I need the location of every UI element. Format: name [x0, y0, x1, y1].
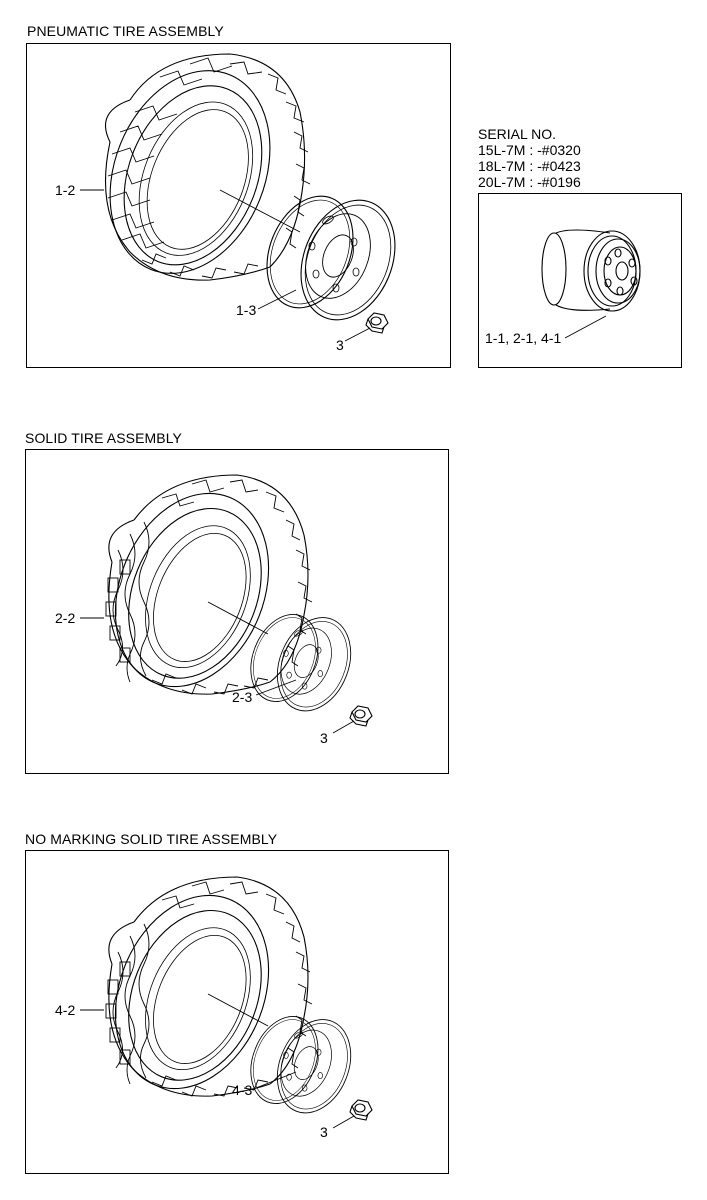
pneumatic-nut-drawing	[365, 312, 389, 334]
solid-tire-drawing	[87, 469, 313, 711]
label-3-pneumatic: 3	[336, 337, 344, 353]
serial-line-15l: 15L-7M : -#0320	[478, 142, 581, 158]
label-1-3: 1-3	[236, 302, 256, 318]
label-2-3: 2-3	[232, 689, 252, 705]
section-title-pneumatic: PNEUMATIC TIRE ASSEMBLY	[27, 23, 224, 39]
section-title-solid: SOLID TIRE ASSEMBLY	[25, 430, 182, 446]
section-title-no-marking: NO MARKING SOLID TIRE ASSEMBLY	[25, 831, 278, 847]
no-marking-leader-lines	[80, 993, 355, 1129]
serial-line-18l: 18L-7M : -#0423	[478, 158, 581, 174]
label-3-no-marking: 3	[320, 1124, 328, 1140]
pneumatic-leader-lines	[80, 189, 371, 342]
serial-wheel-drawing	[541, 229, 641, 312]
label-4-2: 4-2	[55, 1002, 75, 1018]
no-marking-tire-drawing	[87, 871, 313, 1113]
no-marking-diagram-frame	[25, 850, 449, 1174]
pneumatic-tire-drawing	[80, 46, 311, 298]
label-3-solid: 3	[320, 730, 328, 746]
solid-diagram-frame	[25, 449, 449, 774]
solid-nut-drawing	[349, 705, 373, 727]
label-4-3: 4-3	[232, 1082, 252, 1098]
no-marking-nut-drawing	[349, 1099, 373, 1121]
pneumatic-rim-drawing	[250, 182, 413, 335]
serial-block: SERIAL NO. 15L-7M : -#0320 18L-7M : -#04…	[478, 126, 581, 190]
serial-leader-line	[564, 315, 607, 339]
serial-heading: SERIAL NO.	[478, 126, 557, 142]
label-2-2: 2-2	[55, 610, 75, 626]
label-1-2: 1-2	[55, 182, 75, 198]
solid-leader-lines	[80, 601, 355, 734]
serial-line-20l: 20L-7M : -#0196	[478, 174, 581, 190]
serial-diagram-frame	[478, 193, 682, 368]
label-wheel: 1-1, 2-1, 4-1	[485, 330, 561, 346]
